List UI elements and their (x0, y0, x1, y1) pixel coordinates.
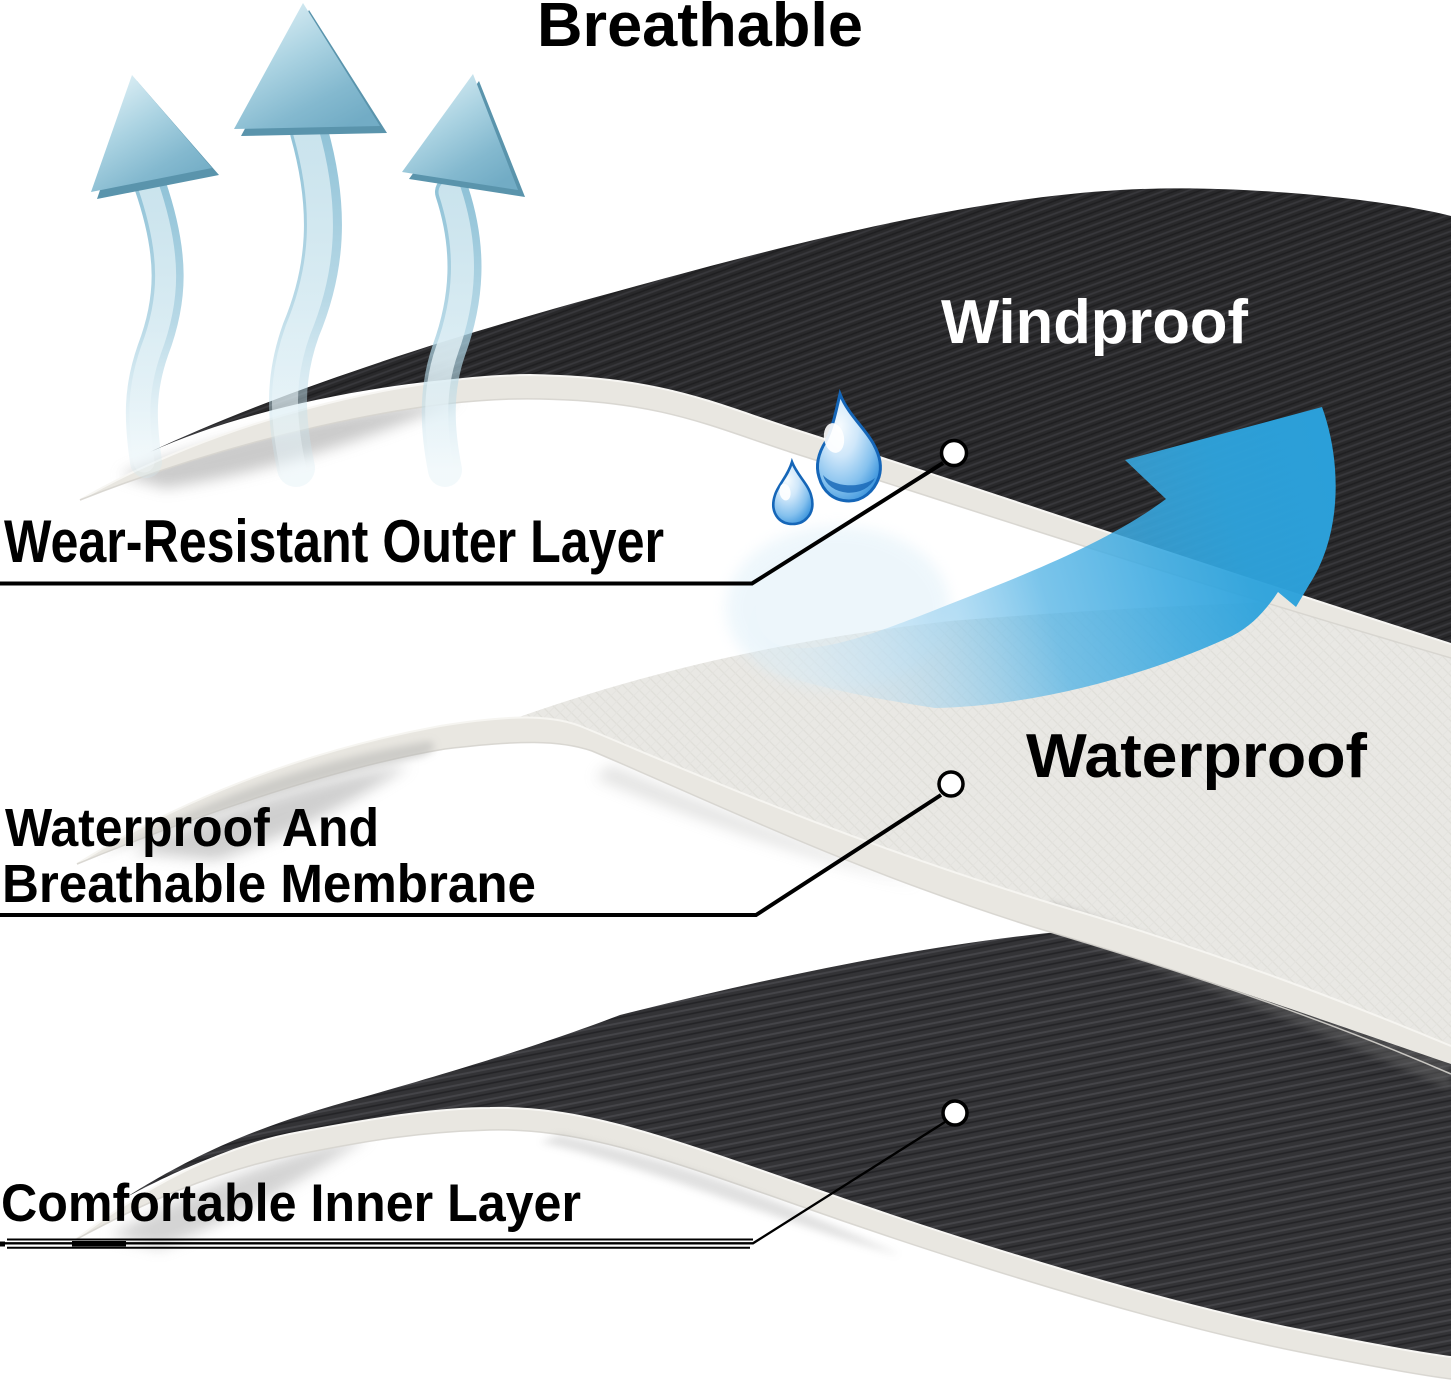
svg-text:Windproof: Windproof (941, 288, 1248, 357)
svg-text:Waterproof: Waterproof (1026, 722, 1367, 791)
svg-text:Waterproof And: Waterproof And (5, 799, 379, 858)
svg-text:Wear-Resistant Outer Layer: Wear-Resistant Outer Layer (4, 508, 664, 575)
svg-text:Comfortable Inner Layer: Comfortable Inner Layer (1, 1174, 581, 1233)
svg-text:Breathable Membrane: Breathable Membrane (2, 855, 536, 914)
svg-text:Breathable: Breathable (537, 0, 863, 60)
